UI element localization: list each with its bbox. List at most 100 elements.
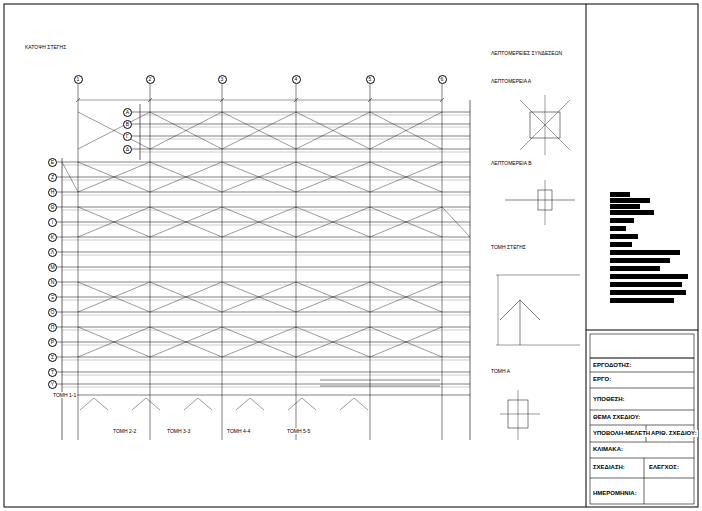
grid-bubble: Α [123,108,132,117]
drawing-line [370,327,442,357]
drawing-line [57,267,470,268]
drawing-line [150,207,222,237]
drawing-line [57,222,470,223]
drawing-line [590,372,694,373]
drawing-line [370,162,442,192]
drawing-line [370,112,442,149]
drawing-line [57,237,470,238]
drawing-line [340,398,354,410]
drawing-line [150,327,222,357]
drawing-line [496,345,580,346]
drawing-line [520,300,540,320]
drawing-line [62,315,470,316]
redacted-block [610,250,680,255]
drawing-line [76,98,80,102]
grid-id: Γ [126,134,129,139]
drawing-line [78,282,150,312]
drawing-line [132,136,470,137]
grid-bubble: 3 [218,75,227,84]
drawing-line [320,386,440,387]
drawing-line [222,84,223,440]
drawing-line [78,207,150,237]
drawing-line [222,282,296,312]
drawing-line [370,327,442,357]
grid-bubble: Ε [48,158,57,167]
drawing-line [222,162,296,192]
drawing-line [296,84,297,440]
title-block-field: ΕΡΓΟΔΟΤΗΣ: [592,362,633,369]
drawing-line [644,458,645,504]
redacted-block [610,198,650,203]
drawing-line [78,162,150,192]
drawing-line [62,285,470,286]
drawing-line [222,327,296,357]
drawing-line [294,98,298,102]
drawing-line [590,388,694,389]
drawing-line [296,112,370,149]
drawing-line [146,398,160,410]
drawing-line [78,282,150,312]
drawing-line [62,240,470,241]
drawing-line [62,255,470,256]
drawing-line [545,95,546,155]
drawing-line [222,207,296,237]
drawing-line [78,84,79,440]
drawing-line [57,357,470,358]
drawing-line [296,207,370,237]
grid-bubble: 1 [74,75,83,84]
drawing-line [62,165,470,166]
drawing-line [500,300,520,320]
drawing-line [222,112,296,149]
drawing-line [296,112,370,149]
drawing-line [78,162,150,192]
drawing-line [57,312,470,313]
redacted-block [610,234,638,239]
drawing-label: ΤΟΜΗ 2-2 [112,428,137,434]
redacted-block [610,204,640,209]
drawing-line [442,207,470,237]
drawing-label: ΤΟΜΗ ΣΤΕΓΗΣ [490,244,527,250]
drawing-line [150,162,222,192]
title-block-field: ΥΠΟΘΕΣΗ: [592,396,626,403]
grid-bubble: 4 [292,75,301,84]
grid-bubble: Γ [123,132,132,141]
grid-id: 1 [77,77,80,82]
grid-id: Π [51,325,55,330]
drawing-label: ΤΟΜΗ 1-1 [52,392,77,398]
redacted-block [610,266,660,271]
drawing-label: ΤΟΜΗ Α [490,368,511,374]
grid-id: Ι [52,220,53,225]
grid-bubble: Υ [48,380,57,389]
drawing-line [57,297,470,298]
drawing-line [440,98,444,102]
drawing-line [370,207,442,237]
drawing-line [586,330,698,331]
redacted-block [610,210,654,215]
drawing-line [132,149,470,150]
grid-id: 4 [295,77,298,82]
grid-bubble: Τ [48,368,57,377]
grid-id: Θ [51,205,55,210]
drawing-label: ΛΕΠΤΟΜΕΡΕΙΑ Β [490,160,532,166]
grid-id: Α [126,110,129,115]
drawing-line [250,398,264,410]
redacted-block [610,242,632,247]
title-block-field: ΕΡΓΟ: [592,376,612,383]
drawing-line [150,282,222,312]
grid-id: Β [126,122,129,127]
drawing-line [140,152,470,153]
drawing-line [296,282,370,312]
drawing-line [150,84,151,440]
grid-bubble: Ο [48,308,57,317]
drawing-line [62,360,470,361]
drawing-line [62,387,470,388]
grid-bubble: Δ [123,145,132,154]
drawing-label: ΤΟΜΗ 5-5 [286,428,311,434]
grid-id: Ρ [51,340,54,345]
redacted-block [610,258,670,263]
drawing-line [132,112,470,113]
grid-bubble: Ξ [48,293,57,302]
grid-bubble: Ζ [48,173,57,182]
grid-id: Ο [51,310,55,315]
drawing-line [354,398,368,410]
